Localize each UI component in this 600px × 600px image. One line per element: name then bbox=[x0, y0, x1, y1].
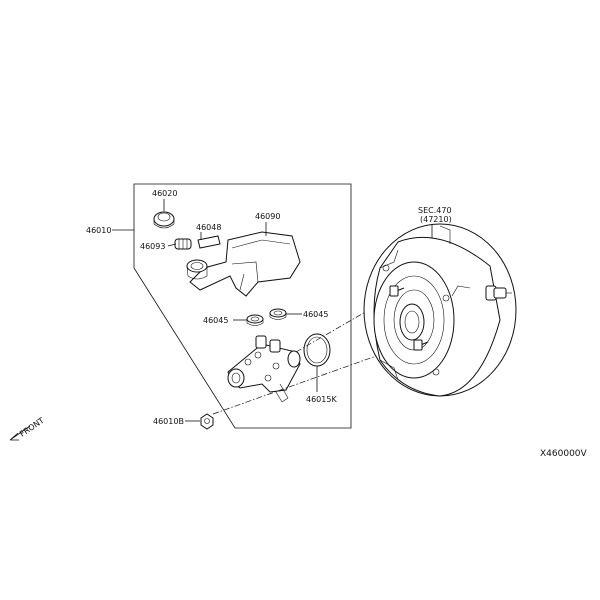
grommet-46045-right[interactable] bbox=[269, 308, 287, 320]
strainer-46093[interactable] bbox=[174, 238, 192, 250]
assembly-outline bbox=[133, 183, 352, 429]
label-46010[interactable]: 46010 bbox=[86, 226, 111, 235]
leader-46093 bbox=[167, 243, 177, 247]
reservoir-tank-46090[interactable] bbox=[186, 231, 301, 297]
label-46045-right[interactable]: 46045 bbox=[303, 310, 328, 319]
diagram-code: X460000V bbox=[540, 449, 588, 459]
label-46090[interactable]: 46090 bbox=[255, 212, 280, 221]
label-46010b[interactable]: 46010B bbox=[153, 417, 184, 426]
front-label: FRONT bbox=[18, 416, 46, 439]
o-ring-46015k[interactable] bbox=[303, 333, 331, 367]
clip-46048[interactable] bbox=[197, 235, 221, 249]
section-ref-line2[interactable]: (47210) bbox=[420, 215, 452, 224]
brake-booster[interactable] bbox=[363, 223, 517, 397]
label-46093[interactable]: 46093 bbox=[140, 242, 165, 251]
nut-46010b[interactable] bbox=[200, 413, 214, 430]
label-46045-left[interactable]: 46045 bbox=[203, 316, 228, 325]
master-cylinder-body[interactable] bbox=[227, 335, 301, 403]
front-arrow bbox=[9, 425, 31, 441]
section-ref-line1[interactable]: SEC.470 bbox=[418, 206, 452, 215]
label-46015k[interactable]: 46015K bbox=[306, 395, 337, 404]
reservoir-cap-46020[interactable] bbox=[153, 211, 175, 229]
label-46048[interactable]: 46048 bbox=[196, 223, 221, 232]
grommet-46045-left[interactable] bbox=[246, 314, 264, 326]
label-46020[interactable]: 46020 bbox=[152, 189, 177, 198]
